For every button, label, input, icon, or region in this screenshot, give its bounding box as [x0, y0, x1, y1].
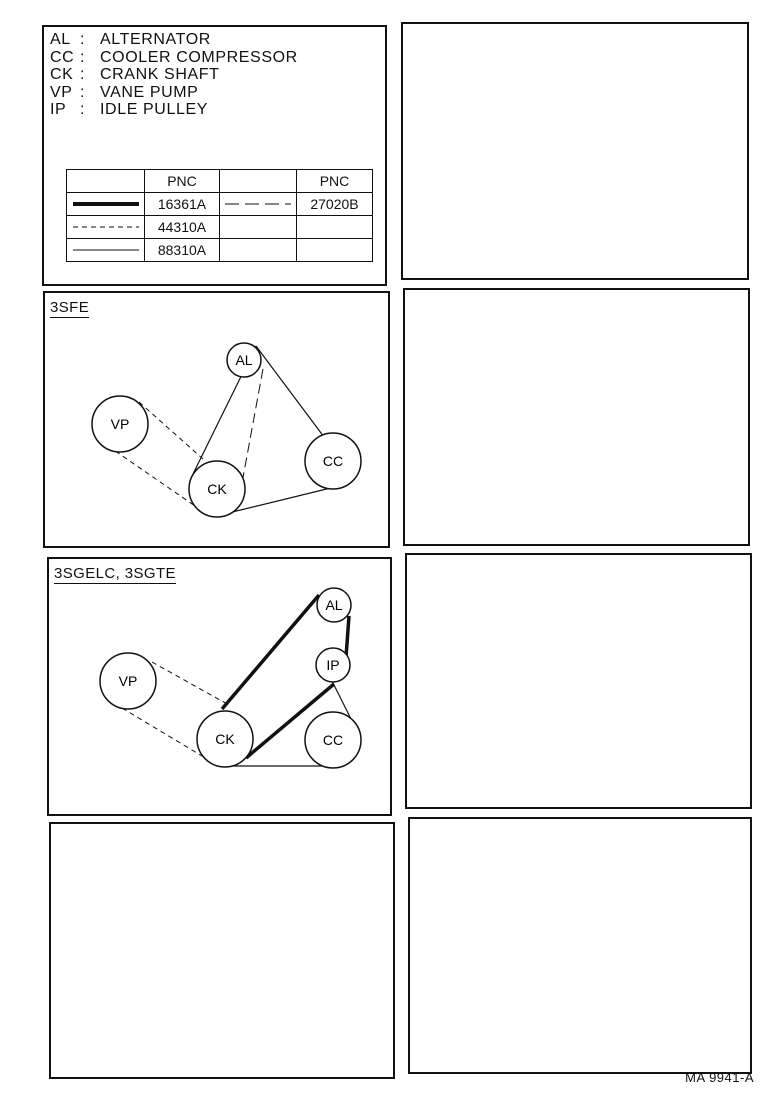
pulley-label: IP	[326, 657, 339, 673]
pnc-value: 27020B	[296, 192, 373, 216]
empty-cell	[219, 215, 297, 239]
pulley-label: VP	[111, 416, 130, 432]
pulley-vp: VP	[99, 652, 157, 710]
legend-abbr: VP	[50, 83, 73, 101]
figure-code: MA 9941-A	[685, 1070, 754, 1085]
pulley-label: CC	[323, 732, 343, 748]
empty-cell	[296, 238, 373, 262]
pulley-cc: CC	[304, 711, 362, 769]
pnc-table-row: 44310A	[66, 215, 373, 239]
pnc-table-row: 88310A	[66, 238, 373, 262]
thin-belt	[227, 680, 352, 767]
empty-panel	[401, 22, 749, 280]
legend-abbr: AL	[50, 31, 71, 48]
diagram-panel-3sgelc-3sgte: 3SGELC, 3SGTE AL IP VP	[47, 557, 392, 816]
legend-name: IDLE PULLEY	[100, 101, 208, 118]
line-style-header	[219, 169, 297, 193]
belt-diagram: AL VP CC CK	[91, 342, 362, 518]
legend-name: CRANK SHAFT	[100, 66, 220, 83]
legend-separator: :	[80, 83, 86, 101]
empty-panel	[408, 817, 752, 1074]
pnc-value: 44310A	[144, 215, 220, 239]
pulley-vp: VP	[91, 395, 149, 453]
legend-separator: :	[80, 101, 86, 118]
dashed-line-sample	[66, 215, 145, 239]
pulley-label: CK	[207, 481, 227, 497]
legend-separator: :	[80, 31, 86, 48]
legend-separator: :	[80, 48, 86, 66]
pulley-al: AL	[226, 342, 262, 378]
line-style-header	[66, 169, 145, 193]
legend-item: CC : COOLER COMPRESSOR	[50, 49, 298, 67]
legend-name: ALTERNATOR	[100, 31, 211, 48]
diagram-panel-3sfe: 3SFE AL VP CC CK	[43, 291, 390, 548]
long-dash-belt	[241, 368, 264, 484]
empty-panel	[403, 288, 750, 546]
pulley-cc: CC	[304, 432, 362, 490]
legend-item: VP : VANE PUMP	[50, 84, 298, 102]
legend-separator: :	[80, 66, 86, 83]
pulley-label: CK	[215, 731, 235, 747]
legend-abbr: IP	[50, 101, 67, 118]
pulley-label: AL	[325, 597, 342, 613]
thick-line-sample	[66, 192, 145, 216]
pnc-table-row: 16361A 27020B	[66, 192, 373, 216]
diagram-title: 3SGELC, 3SGTE	[54, 565, 176, 584]
long-dash-line-sample	[219, 192, 297, 216]
diagram-title: 3SFE	[50, 299, 90, 318]
pulley-ck: CK	[188, 460, 246, 518]
pulley-label: AL	[235, 352, 252, 368]
legend-item: CK : CRANK SHAFT	[50, 66, 298, 84]
empty-panel	[405, 553, 752, 809]
empty-cell	[296, 215, 373, 239]
pulley-ck: CK	[196, 710, 254, 768]
pnc-header: PNC	[144, 169, 220, 193]
legend-panel: AL : ALTERNATOR CC : COOLER COMPRESSOR C…	[42, 25, 387, 286]
pnc-value: 16361A	[144, 192, 220, 216]
legend-item: AL : ALTERNATOR	[50, 31, 298, 49]
legend-abbr: CK	[50, 66, 74, 83]
pnc-table: PNC PNC 16361A 27020B 44310A	[66, 169, 373, 262]
thin-line-sample	[66, 238, 145, 262]
belt-diagram: AL IP VP CK CC	[99, 587, 362, 769]
pnc-header: PNC	[296, 169, 373, 193]
dashed-belt	[121, 661, 230, 760]
pnc-value: 88310A	[144, 238, 220, 262]
legend-abbr: CC	[50, 48, 75, 66]
pnc-table-header-row: PNC PNC	[66, 169, 373, 193]
pulley-label: CC	[323, 453, 343, 469]
pulley-ip: IP	[315, 647, 351, 683]
pulley-al: AL	[316, 587, 352, 623]
legend-name: VANE PUMP	[100, 83, 199, 101]
legend-name: COOLER COMPRESSOR	[100, 48, 298, 66]
empty-cell	[219, 238, 297, 262]
empty-panel	[49, 822, 395, 1079]
legend-list: AL : ALTERNATOR CC : COOLER COMPRESSOR C…	[50, 31, 298, 119]
pulley-label: VP	[119, 673, 138, 689]
legend-item: IP : IDLE PULLEY	[50, 101, 298, 119]
